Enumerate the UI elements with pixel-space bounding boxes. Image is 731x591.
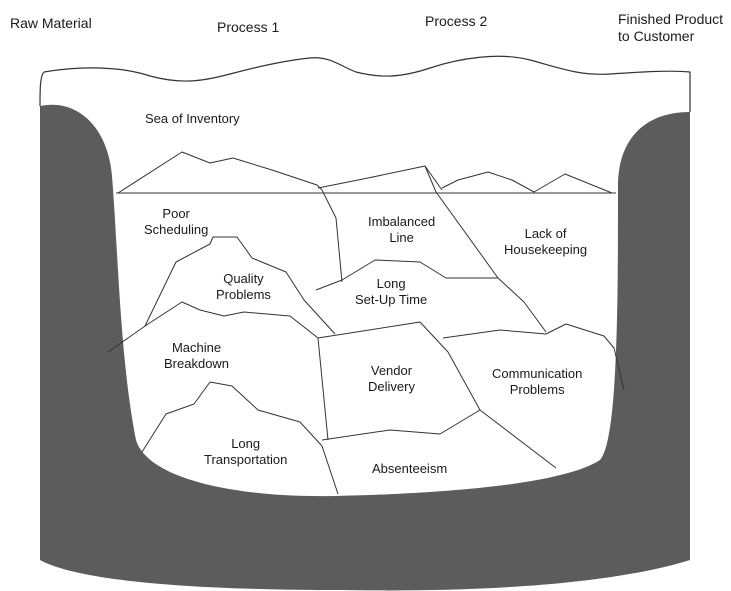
rock-label-line: Quality (223, 271, 264, 286)
rock-label-line: Transportation (204, 452, 288, 467)
rock-label-line: Imbalanced (368, 214, 436, 229)
rock-label-machine-breakdown: Machine Breakdown (164, 340, 229, 372)
rock-label-line: Housekeeping (504, 242, 588, 257)
rock-label-line: Breakdown (164, 356, 230, 371)
rock-label-long-setup-time: Long Set-Up Time (355, 276, 427, 308)
rock-quality-problems (144, 236, 336, 335)
rock-absenteeism (321, 409, 481, 441)
rock-label-line: Communication (492, 366, 583, 381)
rock-label-line: Problems (216, 287, 271, 302)
header-process-2: Process 2 (425, 13, 488, 29)
rock-label-line: Poor (162, 206, 190, 221)
boat-hull (40, 104, 690, 591)
rock-label-line: Long (376, 276, 406, 291)
rock-label-imbalanced-line: Imbalanced Line (368, 214, 435, 246)
header-finished-product-line2: to Customer (618, 28, 695, 44)
rock-peak-center (317, 165, 443, 191)
rock-label-line: Long (231, 436, 261, 451)
rock-label-line: Vendor (370, 363, 413, 378)
rock-label-line: Delivery (368, 379, 415, 394)
rock-label-line: Machine (171, 340, 222, 355)
rock-label-line: Line (389, 230, 414, 245)
rock-label-communication-problems: Communication Problems (492, 366, 582, 398)
rock-long-setup-time (315, 259, 547, 333)
header-raw-material: Raw Material (10, 15, 92, 31)
rock-label-line: Lack of (524, 226, 567, 241)
rock-peak-left (117, 151, 323, 194)
rock-peak-right (441, 171, 613, 194)
sea-surface-line (39, 55, 691, 112)
sea-of-inventory-label: Sea of Inventory (145, 111, 240, 126)
rock-label-line: Absenteeism (372, 461, 448, 476)
rock-long-transportation (141, 381, 339, 495)
rock-label-line: Problems (509, 382, 565, 397)
rock-label-poor-scheduling: Poor Scheduling (144, 206, 208, 238)
rock-vendor-delivery (317, 321, 557, 469)
rock-label-line: Scheduling (144, 222, 209, 237)
rock-machine-breakdown (107, 301, 329, 441)
header-process-1: Process 1 (217, 19, 280, 35)
rock-label-lack-of-housekeeping: Lack of Housekeeping (504, 226, 587, 258)
rock-communication-problems (442, 323, 625, 391)
header-finished-product: Finished Product to Customer (618, 11, 723, 45)
rock-label-long-transportation: Long Transportation (204, 436, 287, 468)
rock-label-absenteeism: Absenteeism (372, 461, 447, 477)
rock-edge-imbalanced-line (424, 165, 499, 279)
rock-edge-poor-scheduling (321, 189, 343, 283)
rock-label-quality-problems: Quality Problems (216, 271, 271, 303)
rock-label-line: Set-Up Time (355, 292, 428, 307)
rock-label-vendor-delivery: Vendor Delivery (368, 363, 415, 395)
header-finished-product-line1: Finished Product (618, 11, 724, 27)
